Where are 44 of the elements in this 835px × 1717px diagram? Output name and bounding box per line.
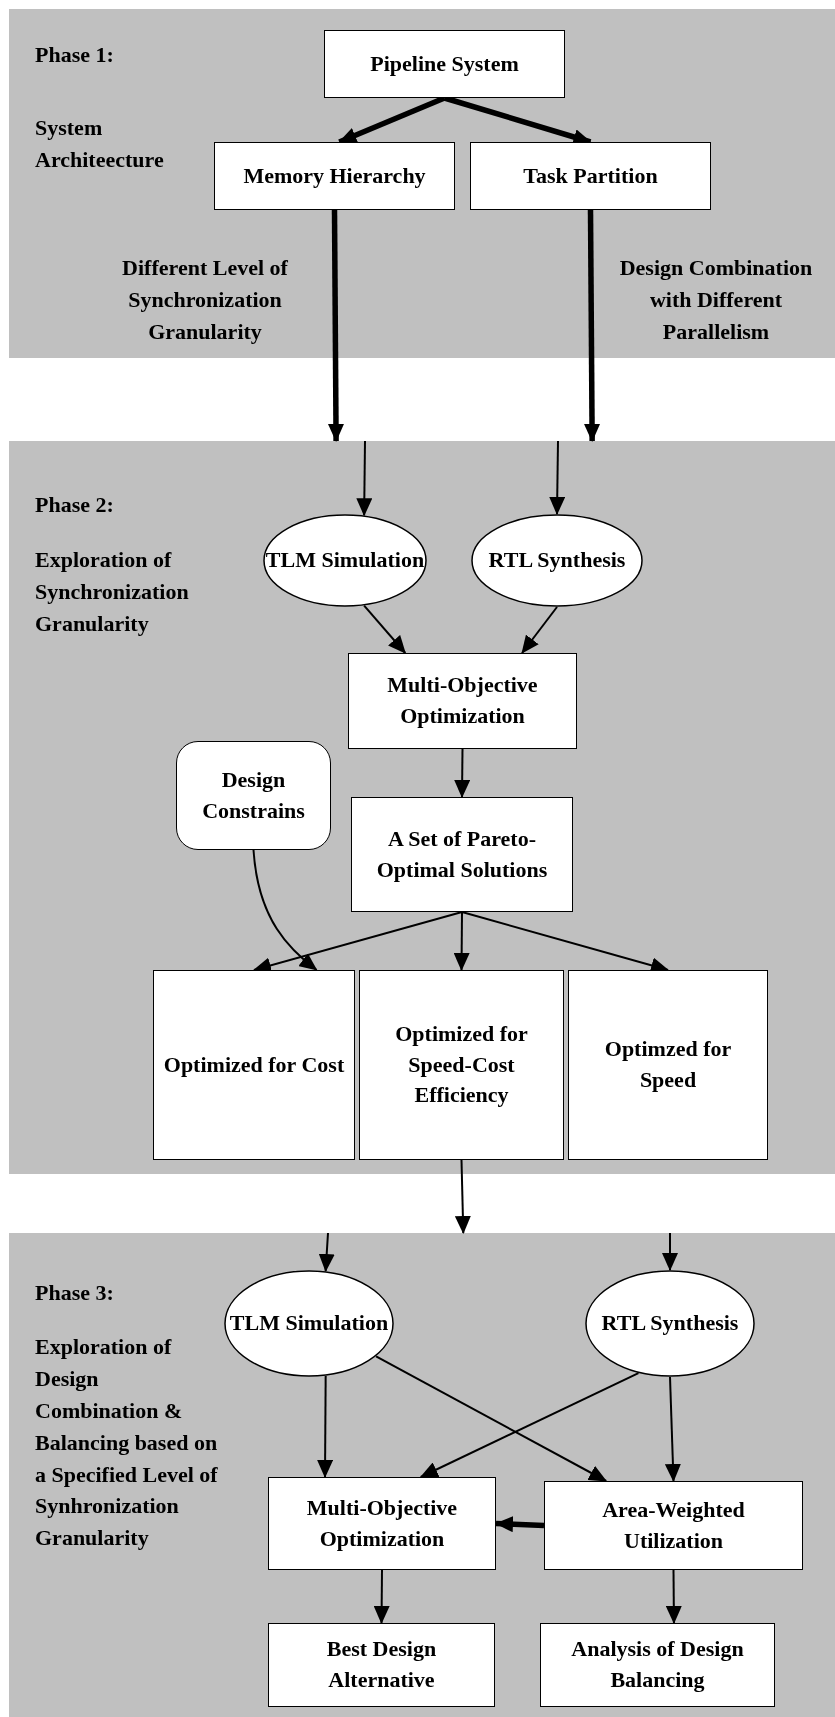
arrow bbox=[495, 1516, 545, 1533]
process-ellipse: TLM Simulation bbox=[263, 514, 427, 607]
arrow bbox=[317, 1374, 334, 1478]
process-box: Best Design Alternative bbox=[268, 1623, 495, 1707]
phase-panel bbox=[9, 1233, 835, 1717]
phase-panel bbox=[9, 441, 835, 1174]
arrow bbox=[454, 748, 471, 798]
phase-description: Exploration of Synchronization Granularity bbox=[35, 546, 190, 638]
process-box: Analysis of Design Balancing bbox=[540, 1623, 775, 1707]
arrow bbox=[584, 210, 601, 442]
phase-description: Exploration of Design Combination & Balancing based on a Specified Level of Synhronization Granularity bbox=[35, 1333, 219, 1553]
arrow bbox=[363, 604, 407, 654]
phase-heading: Phase 3: bbox=[35, 1279, 114, 1307]
process-box: Pipeline System bbox=[324, 30, 565, 98]
arrow bbox=[453, 911, 470, 971]
arrow bbox=[318, 1232, 335, 1273]
process-ellipse: TLM Simulation bbox=[224, 1270, 394, 1377]
process-box: Task Partition bbox=[470, 142, 711, 210]
arrow bbox=[252, 849, 318, 971]
process-box: Memory Hierarchy bbox=[214, 142, 455, 210]
process-box: Optimized for Speed-Cost Efficiency bbox=[359, 970, 564, 1160]
arrow bbox=[549, 440, 566, 515]
process-box: Optimzed for Speed bbox=[568, 970, 768, 1160]
process-box: Multi-Objective Optimization bbox=[268, 1477, 496, 1570]
arrow bbox=[664, 1376, 681, 1482]
arrow bbox=[356, 440, 373, 517]
arrow bbox=[373, 1569, 390, 1624]
process-box: Area-Weighted Utilization bbox=[544, 1481, 803, 1570]
phase-heading: Phase 2: bbox=[35, 491, 114, 519]
arrow bbox=[454, 1159, 471, 1234]
process-box: Optimized for Cost bbox=[153, 970, 355, 1160]
arrow bbox=[375, 1355, 608, 1482]
phase-heading: Phase 1: bbox=[35, 41, 114, 69]
phase-description: System Architeecture bbox=[35, 114, 165, 174]
arrow bbox=[521, 606, 558, 654]
process-box: Multi-Objective Optimization bbox=[348, 653, 577, 749]
arrow bbox=[662, 1232, 678, 1271]
process-box: A Set of Pareto-Optimal Solutions bbox=[351, 797, 573, 912]
process-ellipse: RTL Synthesis bbox=[471, 514, 643, 607]
process-ellipse: RTL Synthesis bbox=[585, 1270, 755, 1377]
rounded-box: Design Constrains bbox=[176, 741, 331, 850]
arrow bbox=[419, 1372, 640, 1478]
arrow bbox=[665, 1569, 682, 1624]
arrow bbox=[328, 210, 344, 442]
